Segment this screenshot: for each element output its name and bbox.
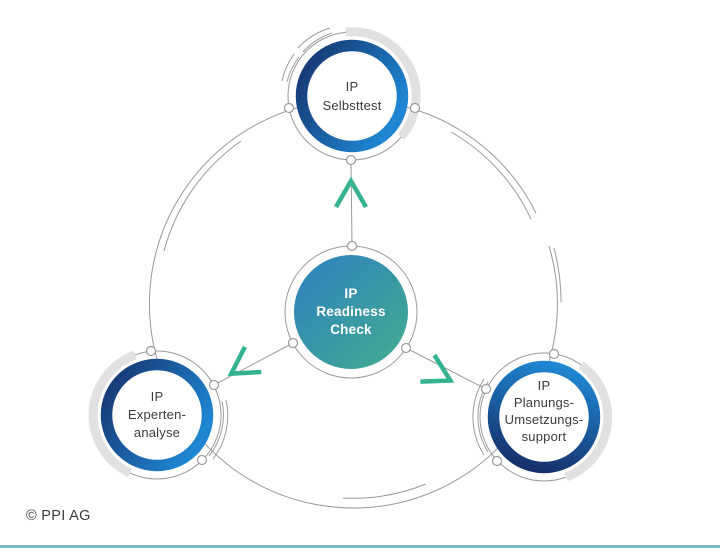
satellite-label-line: Umsetzungs- bbox=[505, 412, 584, 427]
deco-bracket-arcs bbox=[208, 399, 229, 460]
node-dot bbox=[480, 383, 492, 395]
connector-line-right bbox=[405, 347, 487, 390]
arrowhead-left-icon bbox=[227, 345, 262, 377]
deco-thick-arc bbox=[345, 27, 421, 140]
satellite-blue-ring bbox=[295, 39, 409, 153]
node-dot bbox=[287, 337, 299, 349]
satellite-label-line: Experten- bbox=[128, 407, 186, 422]
satellite-label-line: analyse bbox=[134, 425, 180, 440]
connector-line-up bbox=[350, 159, 353, 247]
satellite-label-line: IP bbox=[538, 378, 551, 393]
deco-arc-upper-left bbox=[163, 140, 242, 252]
arrowhead-up-icon bbox=[334, 176, 368, 209]
satellite-label-line: IP bbox=[346, 79, 359, 94]
satellite-label-line: IP bbox=[151, 389, 164, 404]
satellite-blue-ring bbox=[100, 358, 214, 472]
arrowhead-right-icon bbox=[420, 353, 455, 384]
center-label-line: IP bbox=[344, 286, 357, 301]
node-dot bbox=[548, 348, 560, 360]
satellite-label-line: Planungs- bbox=[514, 395, 574, 410]
node-dot bbox=[208, 379, 220, 391]
satellite-selbsttest: IP Selbsttest bbox=[281, 27, 421, 161]
satellite-blue-ring bbox=[487, 360, 601, 474]
node-dot bbox=[400, 342, 412, 354]
deco-arc-upper-right bbox=[450, 131, 532, 220]
center-gradient-circle bbox=[294, 255, 408, 369]
node-dot bbox=[283, 102, 295, 114]
satellite-expertenanalyse: IP Experten- analyse bbox=[88, 350, 229, 480]
deco-arc-bottom bbox=[342, 483, 427, 499]
deco-bracket-arcs bbox=[281, 27, 333, 83]
deco-thick-arc bbox=[88, 350, 137, 478]
satellite-planungs-umsetzungssupport: IP Planungs- Umsetzungs- support bbox=[472, 352, 613, 482]
node-dot bbox=[196, 454, 208, 466]
connection-nodes bbox=[145, 102, 560, 467]
node-dot bbox=[345, 154, 357, 166]
center-label-line: Check bbox=[330, 322, 372, 337]
copyright-text: © PPI AG bbox=[26, 508, 91, 524]
node-dot bbox=[346, 240, 358, 252]
connector-lines bbox=[213, 159, 487, 390]
deco-arc-right bbox=[553, 247, 562, 303]
deco-thick-arc bbox=[564, 361, 613, 482]
node-dot bbox=[491, 455, 503, 467]
arrowheads bbox=[227, 176, 455, 384]
center-hub: IP Readiness Check bbox=[284, 245, 418, 379]
satellite-label-line: support bbox=[522, 429, 567, 444]
satellite-label-line: Selbsttest bbox=[322, 98, 381, 113]
node-dot bbox=[409, 102, 421, 114]
footer-accent-bar bbox=[0, 545, 720, 548]
center-label-line: Readiness bbox=[316, 304, 385, 319]
connector-line-left bbox=[213, 342, 294, 386]
node-dot bbox=[145, 345, 157, 357]
